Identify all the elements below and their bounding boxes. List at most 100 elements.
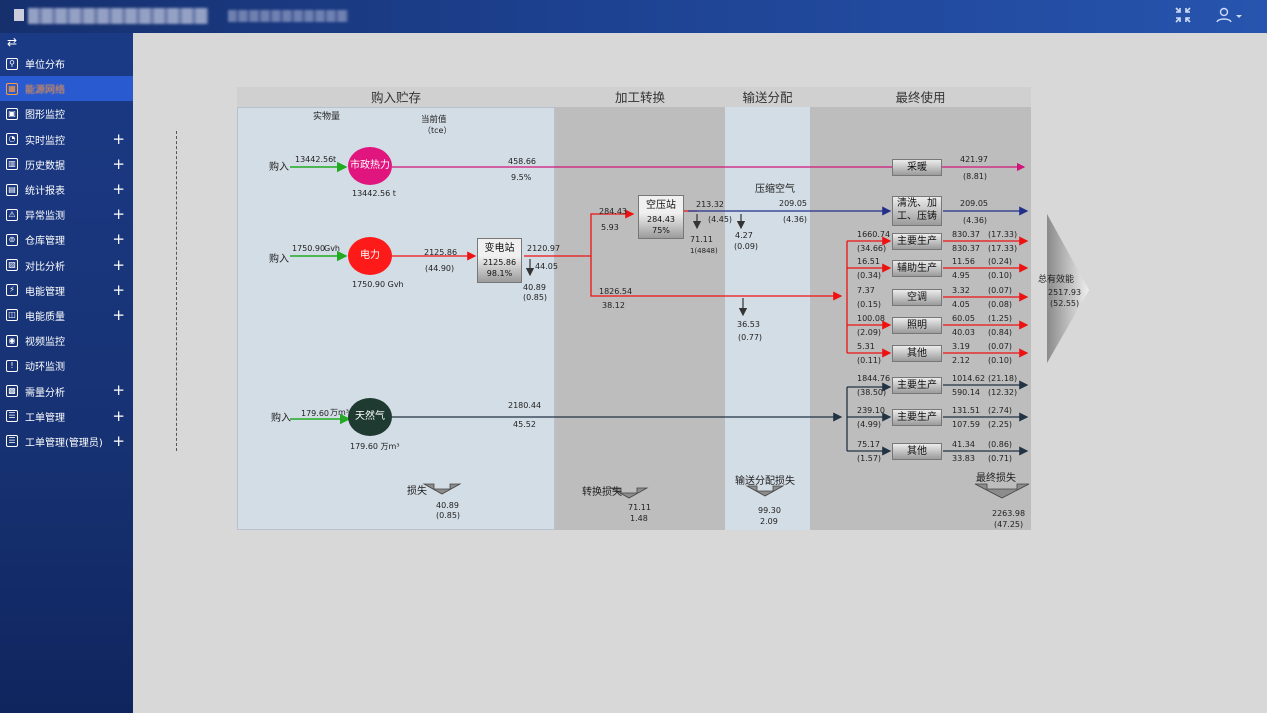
- use-out-b: (21.18): [988, 374, 1018, 383]
- expand-icon[interactable]: +: [112, 230, 125, 249]
- expand-icon[interactable]: +: [112, 406, 125, 425]
- realtime-icon: ◔: [6, 133, 18, 146]
- source-heat[interactable]: 市政热力: [348, 147, 392, 185]
- use-out-a: 131.51: [952, 406, 980, 415]
- source-elec-total: 1750.90 Gvh: [352, 280, 404, 289]
- use-out-d: (12.32): [988, 388, 1018, 397]
- use-out-a: 11.56: [952, 257, 975, 266]
- compressor-station[interactable]: 空压站 284.43 75%: [638, 195, 684, 239]
- section-distribution: 输送分配: [725, 87, 810, 107]
- section-purchase: 购入贮存: [237, 87, 555, 107]
- shrink-icon[interactable]: [1174, 6, 1192, 29]
- sidebar-item-3[interactable]: ◔实时监控+: [0, 127, 133, 152]
- col-unit-label: （tce）: [423, 126, 452, 135]
- loss-distribution-a: 99.30: [758, 506, 781, 515]
- end-use-box[interactable]: 其他: [892, 344, 942, 362]
- use-out-a: 1014.62: [952, 374, 986, 383]
- end-use-box[interactable]: 清洗、加工、压铸: [892, 196, 942, 226]
- user-icon[interactable]: [1216, 6, 1244, 29]
- quality-icon: ◫: [6, 309, 18, 322]
- buy-label-heat: 购入: [269, 162, 289, 173]
- use-out-c: 4.95: [952, 271, 970, 280]
- expand-icon[interactable]: +: [112, 280, 125, 299]
- app-subtitle-blurred: [228, 10, 348, 22]
- sidebar-item-15[interactable]: ☰工单管理(管理员)+: [0, 429, 133, 454]
- use-in-b: (0.34): [857, 271, 882, 280]
- comp-in-a: 284.43: [599, 207, 627, 216]
- sidebar-item-1[interactable]: ▦能源网络: [0, 76, 133, 102]
- sidebar-item-10[interactable]: ◫电能质量+: [0, 303, 133, 328]
- band-distribution: [725, 107, 810, 530]
- expand-icon[interactable]: +: [112, 205, 125, 224]
- sidebar-item-2[interactable]: ▣图形监控: [0, 101, 133, 126]
- sidebar-item-11[interactable]: ◉视频监控: [0, 328, 133, 353]
- end-use-box[interactable]: 空调: [892, 288, 942, 306]
- location-icon: ⚲: [6, 57, 18, 70]
- flow-lines: [290, 161, 1089, 499]
- use-out-a: 41.34: [952, 440, 975, 449]
- sidebar-item-6[interactable]: ⚠异常监测+: [0, 202, 133, 227]
- sidebar-item-4[interactable]: ▥历史数据+: [0, 152, 133, 177]
- expand-icon[interactable]: +: [112, 431, 125, 450]
- end-use-box[interactable]: 辅助生产: [892, 259, 942, 277]
- end-use-box[interactable]: 其他: [892, 442, 942, 460]
- sidebar-item-14[interactable]: ☰工单管理+: [0, 404, 133, 429]
- use-in-b: (0.11): [857, 356, 882, 365]
- substation-name: 变电站: [484, 243, 515, 254]
- warehouse-icon: ⊚: [6, 233, 18, 246]
- use-out-c: 830.37: [952, 244, 980, 253]
- end-use-box[interactable]: 照明: [892, 316, 942, 334]
- expand-icon[interactable]: +: [112, 381, 125, 400]
- dist-loss-b: (0.77): [738, 333, 763, 342]
- end-use-box[interactable]: 采暖: [892, 158, 942, 176]
- compressor-name: 空压站: [646, 200, 676, 211]
- buy-unit-elec: Gvh: [324, 244, 341, 253]
- use-out-b: (0.86): [988, 440, 1013, 449]
- expand-icon[interactable]: +: [112, 255, 125, 274]
- use-out-d: (0.10): [988, 271, 1013, 280]
- loss-final-label: 最终损失: [976, 473, 1016, 484]
- loss-purchase-label: 损失: [407, 486, 427, 497]
- sidebar-item-label: 电能管理: [25, 286, 65, 298]
- source-gas[interactable]: 天然气: [348, 398, 392, 436]
- substation[interactable]: 变电站 2125.86 98.1%: [477, 238, 522, 283]
- use-in-a: 100.08: [857, 314, 885, 323]
- total-label: 总有效能: [1038, 275, 1075, 285]
- gas-a: 2180.44: [508, 401, 542, 410]
- sidebar-item-7[interactable]: ⊚仓库管理+: [0, 227, 133, 252]
- end-use-box[interactable]: 主要生产: [892, 408, 942, 426]
- expand-icon[interactable]: +: [112, 305, 125, 324]
- expand-icon[interactable]: +: [112, 154, 125, 173]
- buy-label-gas: 购入: [271, 413, 291, 424]
- demand-icon: ▩: [6, 385, 18, 398]
- sidebar-item-label: 图形监控: [25, 110, 65, 122]
- sidebar-item-9[interactable]: ⚡电能管理+: [0, 278, 133, 303]
- end-use-box[interactable]: 主要生产: [892, 376, 942, 394]
- alert-icon: ⚠: [6, 208, 18, 221]
- sidebar-item-0[interactable]: ⚲单位分布: [0, 51, 133, 76]
- loss-final-b: (47.25): [994, 520, 1024, 529]
- use-in-a: 239.10: [857, 406, 885, 415]
- sidebar-item-12[interactable]: !动环监测: [0, 353, 133, 378]
- source-heat-total: 13442.56 t: [352, 189, 396, 198]
- expand-icon[interactable]: +: [112, 129, 125, 148]
- sidebar-item-8[interactable]: ▨对比分析+: [0, 253, 133, 278]
- sidebar: ⇄ ⚲单位分布▦能源网络▣图形监控◔实时监控+▥历史数据+▤统计报表+⚠异常监测…: [0, 33, 133, 713]
- sidebar-item-5[interactable]: ▤统计报表+: [0, 177, 133, 202]
- buy-unit-gas: 万m³: [330, 408, 349, 417]
- elec-main-b: 38.12: [602, 301, 625, 310]
- sidebar-item-label: 视频监控: [25, 337, 65, 349]
- expand-icon[interactable]: +: [112, 179, 125, 198]
- sidebar-item-13[interactable]: ▩需量分析+: [0, 378, 133, 403]
- sidebar-toggle-icon[interactable]: ⇄: [7, 35, 18, 49]
- sidebar-item-label: 动环监测: [25, 362, 65, 374]
- sidebar-item-label: 历史数据: [25, 160, 65, 172]
- substation-eff: 98.1%: [486, 269, 513, 278]
- use-out-c: 107.59: [952, 420, 980, 429]
- band-conversion: [555, 107, 725, 530]
- source-electricity[interactable]: 电力: [348, 237, 392, 275]
- loss-conversion-b: 1.48: [630, 514, 648, 523]
- buy-value-gas: 179.60: [301, 409, 329, 418]
- end-use-box[interactable]: 主要生产: [892, 232, 942, 250]
- compare-icon: ▨: [6, 259, 18, 272]
